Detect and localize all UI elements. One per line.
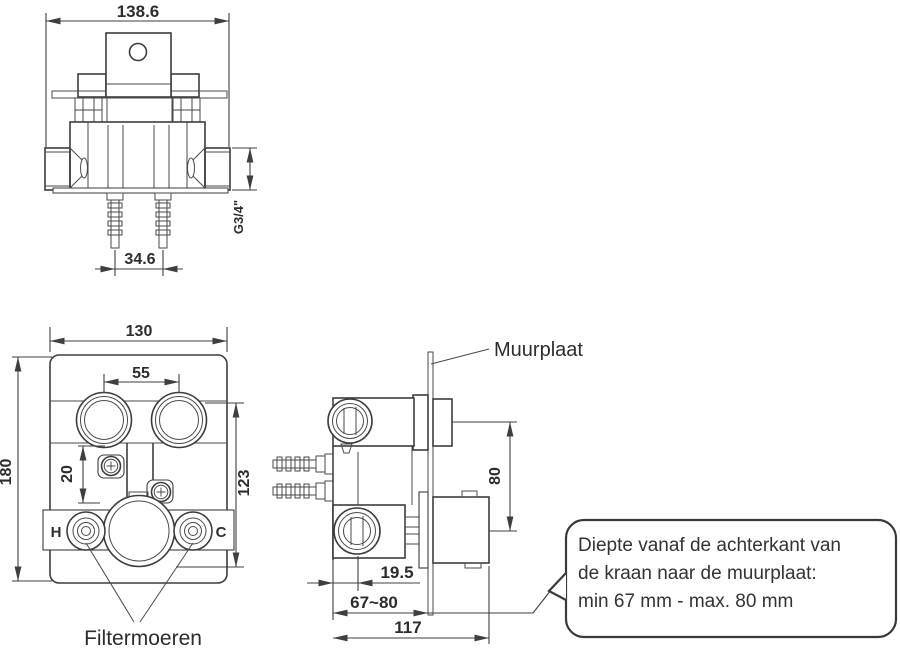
top-view-inlet-fitting-left [106, 192, 124, 249]
side-view-upper-stub [432, 398, 453, 447]
side-view-inlet-fitting-bottom [272, 480, 334, 502]
dim-bracket-offset: 20 [59, 445, 105, 504]
depth-note-line2: de kraan naar de muurplaat: [578, 563, 817, 584]
dim-total-depth: 117 [333, 566, 490, 644]
wall-plate-callout: Muurplaat [430, 339, 583, 365]
dim-label-bracket-offset: 20 [59, 465, 76, 483]
side-view-upper-port [327, 398, 373, 444]
dim-label-body-height: 123 [236, 470, 253, 497]
wall-plate-label: Muurplaat [494, 339, 583, 361]
depth-note-line1: Diepte vanaf de achterkant van [578, 535, 841, 556]
filter-nut-callout: Filtermoeren [84, 542, 202, 650]
dim-center-offset: 19.5 [307, 556, 420, 620]
side-view-spline-bottom [404, 533, 421, 545]
side-view-cartridge-step [464, 562, 482, 569]
depth-note-tail [547, 572, 567, 601]
dim-label-plate-width: 130 [126, 323, 153, 340]
front-view-mixer-opening [102, 494, 176, 568]
dim-outlet-depth-offset: 80 [452, 421, 517, 532]
dim-plate-height: 180 [0, 356, 52, 582]
side-view-cartridge-tab [461, 490, 478, 498]
side-view-cartridge [432, 496, 490, 564]
dim-label-outlet-depth-offset: 80 [487, 467, 504, 485]
side-view-spline-top [404, 516, 421, 528]
front-view-filter-nut-hot [66, 511, 106, 551]
hot-port-label: H [51, 524, 62, 541]
top-view-bottom-strip [52, 187, 229, 194]
top-view-shoulder-right [170, 73, 200, 98]
dim-label-thread-size: G3/4" [231, 200, 246, 234]
dim-label-total-depth: 117 [394, 618, 421, 637]
top-view-body [69, 121, 206, 191]
front-view-screw-left [100, 455, 122, 477]
dim-inlet-spacing: 34.6 [95, 250, 183, 276]
depth-note-line3: min 67 mm - max. 80 mm [578, 591, 793, 612]
side-view-lower-flange [418, 491, 429, 569]
top-view-hex-nuts [74, 97, 201, 123]
top-view-side-ports [44, 147, 231, 191]
dim-install-depth-range: 67~80 [333, 589, 552, 617]
top-view-inlet-fitting-right [154, 192, 172, 249]
cold-port-label: C [216, 524, 227, 541]
dim-overall-width: 138.6 [45, 2, 230, 147]
side-view-wall-plate [427, 351, 434, 616]
front-view-filter-nut-cold [173, 511, 213, 551]
front-view-plate [49, 354, 228, 584]
top-view-handle-hole [128, 42, 148, 62]
top-view-shoulder-left [77, 73, 107, 98]
depth-note-callout: Diepte vanaf de achterkant van de kraan … [547, 518, 898, 639]
dim-label-inlet-spacing: 34.6 [124, 251, 155, 268]
top-view: 138.6 34.6 G3/4" [44, 2, 257, 276]
dim-outlet-spacing: 55 [104, 365, 179, 386]
dim-label-plate-height: 180 [0, 459, 15, 486]
dim-thread-size: G3/4" [231, 147, 257, 234]
side-view-inlet-fitting-top [272, 453, 334, 475]
top-view-handle [105, 32, 172, 98]
side-view-upper-flange [412, 394, 429, 451]
front-view-outlet-right [150, 391, 208, 449]
dim-plate-width: 130 [49, 323, 228, 352]
front-view-bracket [97, 443, 174, 504]
dim-label-install-depth-range: 67~80 [350, 593, 398, 612]
dim-label-outlet-spacing: 55 [132, 365, 150, 382]
dim-body-height: 123 [176, 402, 253, 568]
dim-label-center-offset: 19.5 [380, 563, 413, 582]
dim-label-overall-width: 138.6 [117, 2, 160, 21]
front-view: H C 130 55 180 20 [0, 323, 253, 650]
side-view: Muurplaat 80 19.5 67~80 1 [272, 339, 583, 644]
side-view-lower-port [333, 507, 381, 555]
front-view-outlet-left [75, 391, 133, 449]
filter-nuts-label: Filtermoeren [84, 627, 202, 650]
